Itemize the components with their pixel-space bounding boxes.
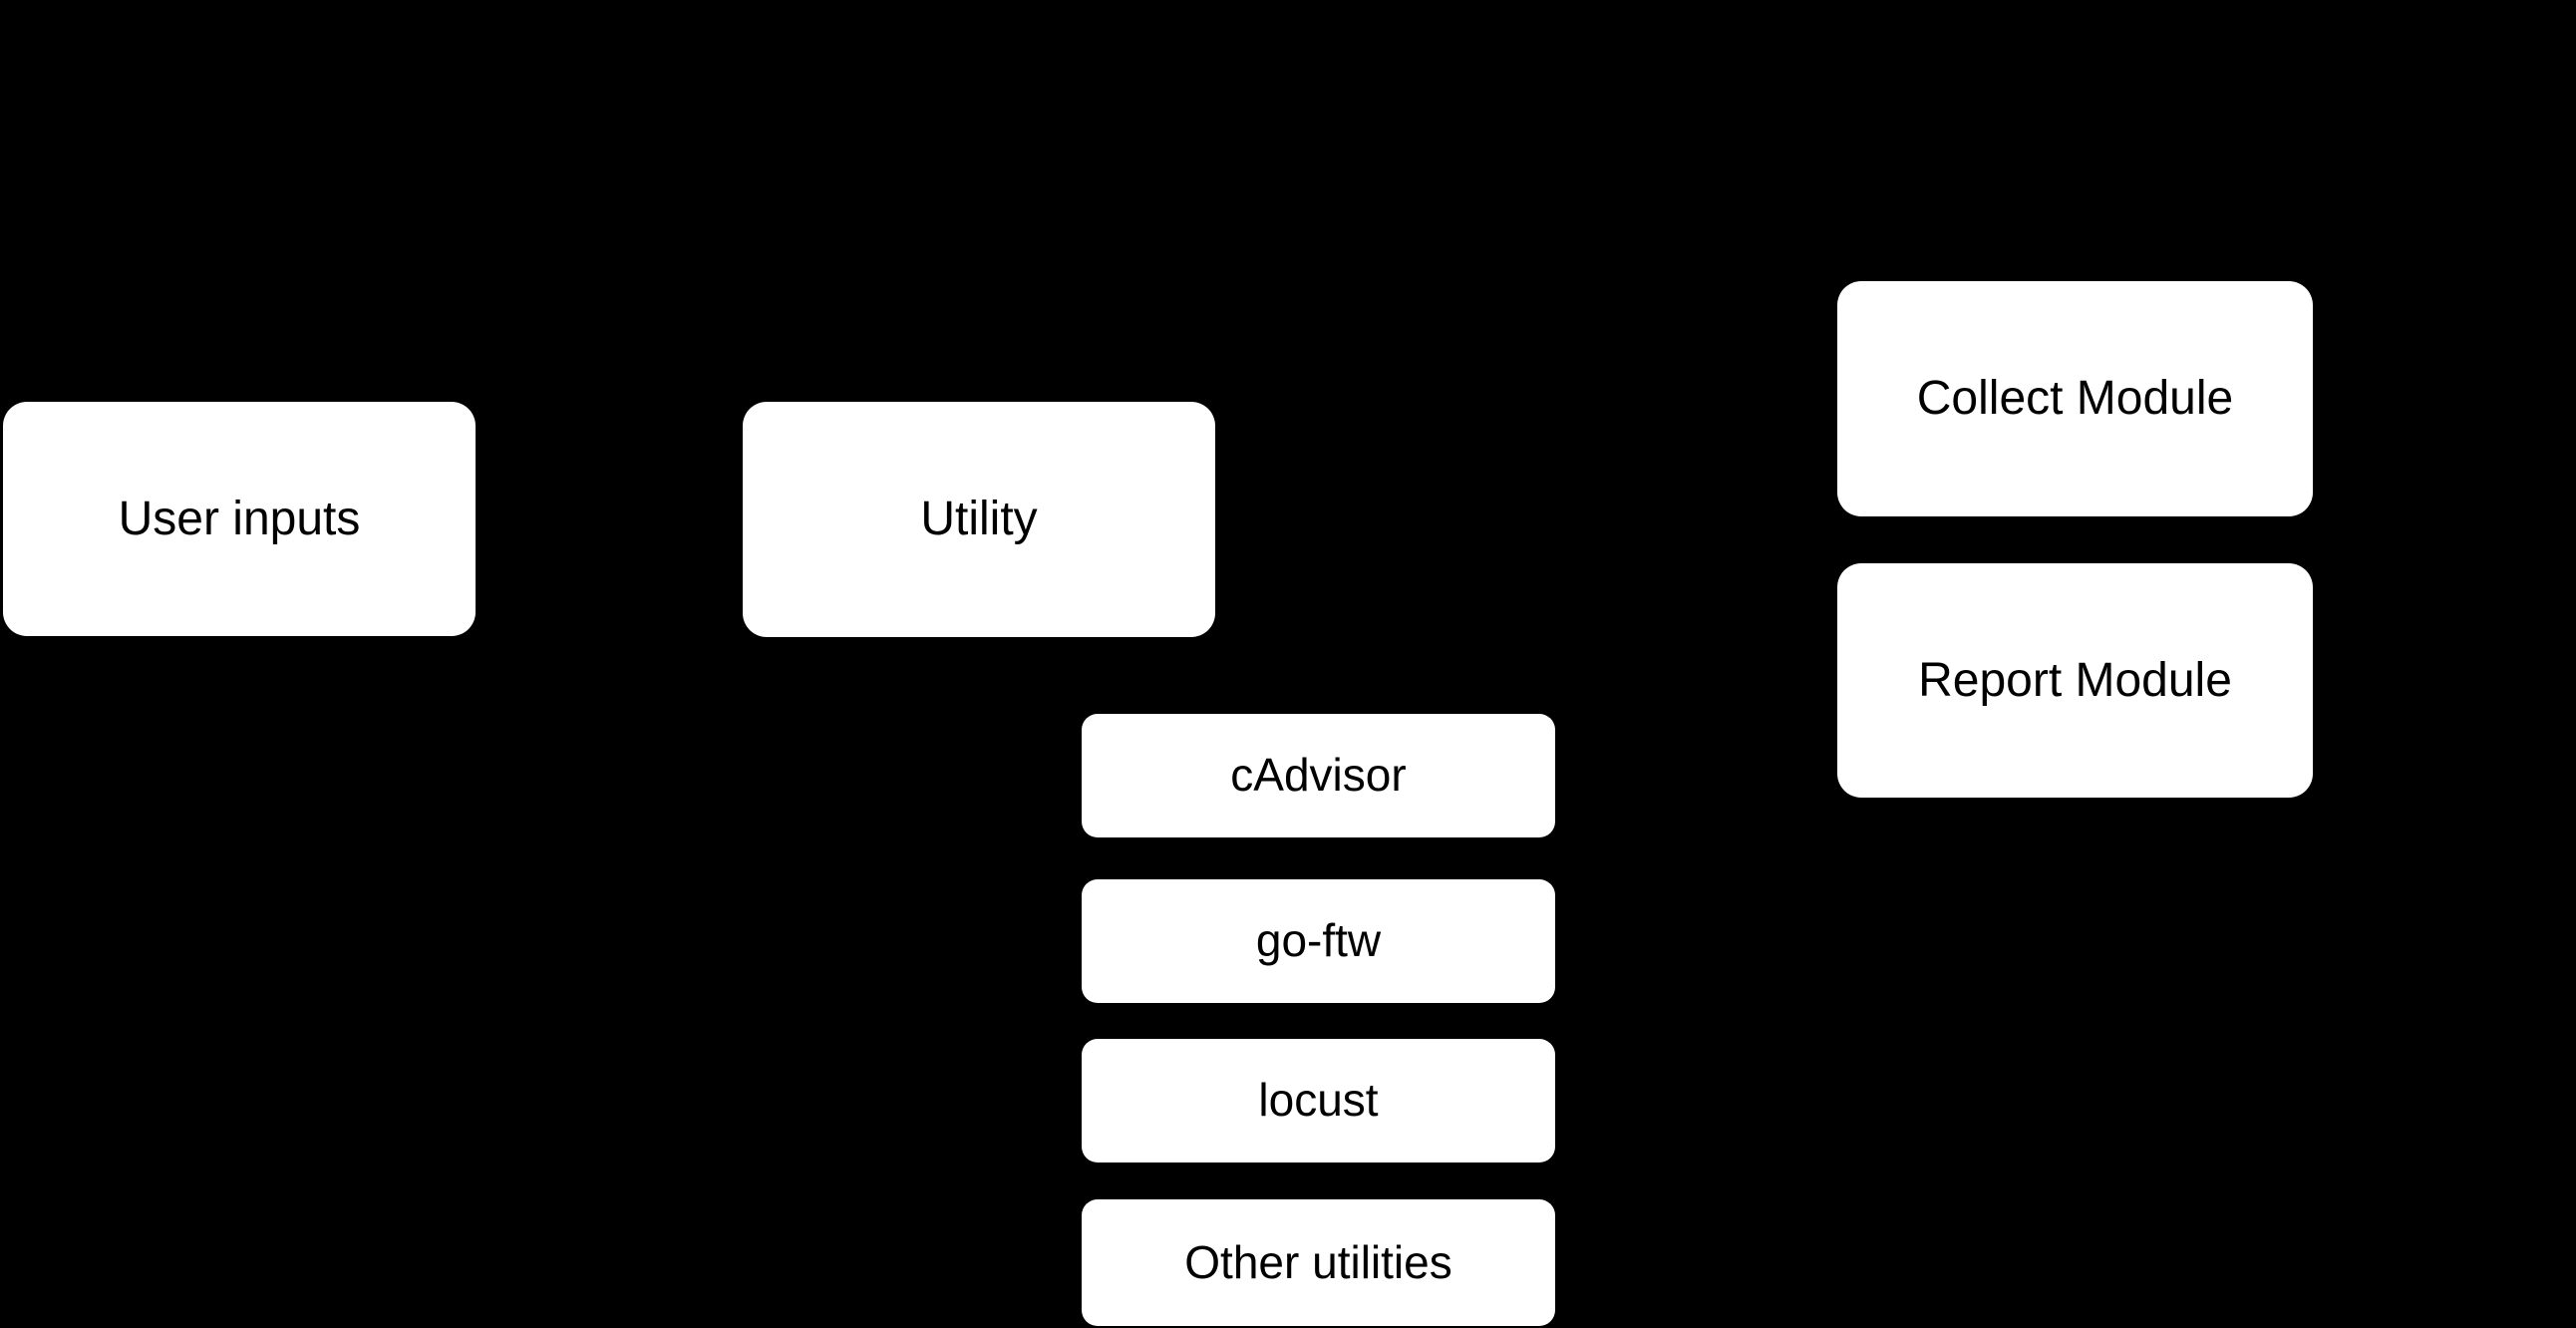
node-utility: Utility <box>743 402 1215 637</box>
node-collect-module-label: Collect Module <box>1916 372 2234 426</box>
node-collect-module: Collect Module <box>1837 281 2313 516</box>
node-other-utilities: Other utilities <box>1082 1199 1555 1326</box>
node-go-ftw-label: go-ftw <box>1255 914 1382 967</box>
node-locust-label: locust <box>1258 1074 1379 1127</box>
node-other-utilities-label: Other utilities <box>1184 1235 1452 1288</box>
node-go-ftw: go-ftw <box>1082 879 1555 1003</box>
node-cadvisor: cAdvisor <box>1082 714 1555 837</box>
node-user-inputs-label: User inputs <box>118 492 361 545</box>
node-user-inputs: User inputs <box>3 402 476 636</box>
node-cadvisor-label: cAdvisor <box>1230 749 1407 802</box>
node-report-module-label: Report Module <box>1918 653 2232 707</box>
node-locust: locust <box>1082 1039 1555 1162</box>
node-utility-label: Utility <box>920 493 1038 546</box>
node-report-module: Report Module <box>1837 563 2313 798</box>
